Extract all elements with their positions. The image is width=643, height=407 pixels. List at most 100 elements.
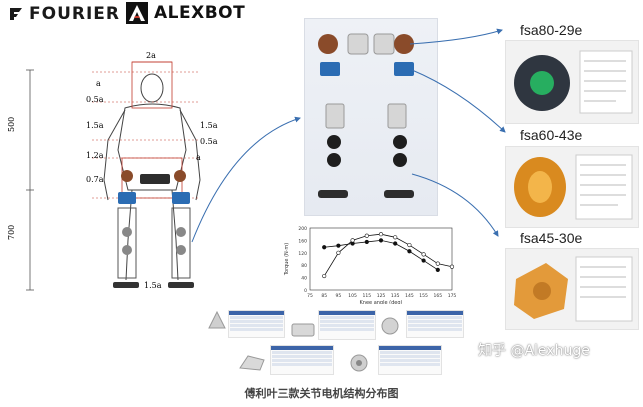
series-point-1 <box>378 232 384 237</box>
knee-motor-part <box>320 62 340 76</box>
dim-label: 1.5a <box>200 121 218 130</box>
dim-label: 1.5a <box>144 281 162 290</box>
hip-bracket-part <box>347 33 369 55</box>
series-point-1 <box>421 252 426 257</box>
chart-frame <box>309 227 453 291</box>
x-tick-label: 165 <box>434 293 443 299</box>
dim-label: 2a <box>146 51 156 60</box>
motor-render-fsa80 <box>505 40 639 124</box>
arrow-body-to-panel <box>191 116 301 243</box>
series-point-0 <box>322 245 327 250</box>
shank-right <box>171 207 191 279</box>
knee-motor-right <box>172 192 190 204</box>
scale-label-upper: 500 <box>7 117 16 132</box>
foot-right <box>168 282 194 288</box>
hip-motor-part <box>318 34 338 54</box>
y-tick-label: 40 <box>301 276 307 282</box>
series-point-0 <box>364 239 369 245</box>
x-tick-label: 145 <box>405 293 414 299</box>
y-tick-label: 0 <box>304 288 307 294</box>
x-tick-label: 105 <box>348 293 357 299</box>
series-point-1 <box>435 261 440 266</box>
humanoid-dimension-diagram: 500 700 2a a 0.5a 1.5a 1.2a 0.7a 1.5a 0.… <box>7 51 218 291</box>
exploded-view-components <box>318 33 414 198</box>
spec-table-thumb <box>318 310 376 340</box>
x-tick-label: 85 <box>321 293 327 299</box>
watermark: 知乎 @Alexhuge <box>478 343 590 359</box>
y-axis-label: Torque (N·m) <box>284 243 290 276</box>
shank-left <box>117 207 137 279</box>
foot-part <box>318 190 348 198</box>
series-point-1 <box>449 264 455 269</box>
part-thumb <box>381 317 399 335</box>
hip-motor-left <box>121 170 133 182</box>
foot-left <box>113 282 139 288</box>
dim-label: a <box>96 79 101 88</box>
alexbot-logo: ALEXBOT <box>126 2 245 24</box>
dim-label: 0.5a <box>86 95 104 104</box>
series-point-1 <box>322 273 327 279</box>
x-tick-label: 95 <box>336 293 342 299</box>
part-thumb <box>208 310 226 329</box>
x-tick-label: 115 <box>363 293 372 299</box>
dim-label: 1.5a <box>86 121 104 130</box>
x-tick-label: 125 <box>377 293 386 299</box>
x-tick-label: 155 <box>419 293 428 299</box>
series-point-1 <box>407 242 412 248</box>
x-axis-label: Knee angle (deg) <box>360 300 403 304</box>
series-point-1 <box>393 235 398 240</box>
part-thumb <box>350 354 368 372</box>
series-point-0 <box>393 241 398 246</box>
fourier-logo: FOURIER <box>8 4 120 24</box>
motor-accent-fsa80 <box>530 71 554 95</box>
gear-part <box>327 135 341 149</box>
gear-part <box>393 135 407 149</box>
x-tick-label: 75 <box>307 293 313 299</box>
y-tick-label: 200 <box>298 226 307 232</box>
motor-label-fsa80: fsa80-29e <box>520 22 583 38</box>
series-point-1 <box>350 238 355 243</box>
fourier-mark-icon <box>10 8 22 20</box>
spec-table-thumb <box>270 345 334 375</box>
motor-label-fsa60: fsa60-43e <box>520 127 583 143</box>
series-point-1 <box>364 233 369 238</box>
pelvis-block <box>140 174 170 184</box>
series-point-0 <box>407 249 412 254</box>
dim-label: 0.5a <box>200 137 218 146</box>
hip-motor-right <box>174 170 186 182</box>
series-point-1 <box>336 250 341 255</box>
series-point-0 <box>378 238 384 243</box>
motor-accent-fsa60 <box>528 171 552 203</box>
knee-motor-part <box>394 62 414 76</box>
part-thumb <box>239 355 265 371</box>
scale-label-lower: 700 <box>7 225 16 240</box>
motor-label-fsa45: fsa45-30e <box>520 230 583 246</box>
arrow-to-fsa60 <box>411 69 506 133</box>
hip-motor-part <box>394 34 414 54</box>
brand-alexbot: ALEXBOT <box>154 3 246 23</box>
dim-label: 0.7a <box>86 175 104 184</box>
gear-part <box>393 153 407 167</box>
gear-part <box>327 153 341 167</box>
dim-label: a <box>196 153 201 162</box>
spec-table-thumb <box>406 310 464 338</box>
motor-accent-fsa45 <box>533 282 551 300</box>
series-point-0 <box>435 267 440 272</box>
arrow-to-fsa45 <box>411 173 499 237</box>
part-thumb <box>291 323 315 337</box>
series-point-0 <box>421 258 426 263</box>
series-line-0 <box>324 239 439 271</box>
spec-table-thumb <box>378 345 442 375</box>
foot-part <box>384 190 414 198</box>
alexbot-mark-icon <box>126 2 148 24</box>
figure-caption: 傅利叶三款关节电机结构分布图 <box>244 387 399 400</box>
brand-fourier: FOURIER <box>29 4 120 24</box>
series-line-1 <box>323 233 453 277</box>
x-tick-label: 135 <box>391 293 400 299</box>
torso-outline <box>117 103 187 191</box>
motor-render-fsa60 <box>505 146 639 228</box>
x-tick-label: 175 <box>448 293 457 299</box>
